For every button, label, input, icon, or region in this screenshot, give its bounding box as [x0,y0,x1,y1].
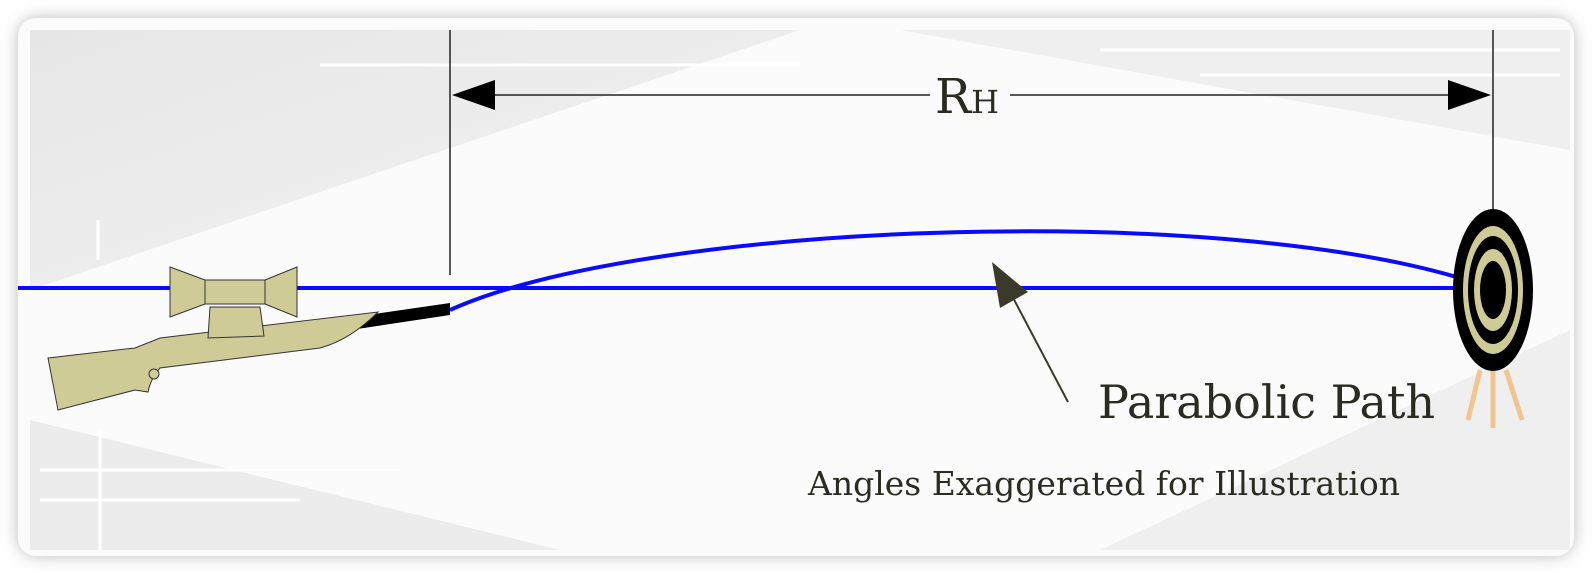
background-shape [1100,330,1570,550]
background-shape [900,30,1570,150]
rifle-trigger [148,368,160,380]
pointer-line [1009,291,1069,403]
dimension-arrow-right [1448,80,1491,110]
background-grid [40,48,1560,550]
dimension-arrow-left [452,80,495,110]
rifle-stock [47,311,380,411]
parabolic-trajectory [449,229,1491,312]
rifle [47,266,450,411]
caption: Angles Exaggerated for Illustration [807,464,1400,503]
scope-tube [204,279,266,305]
pointer-arrowhead [992,262,1028,308]
background-shape [30,420,560,550]
target [1453,209,1533,428]
parabolic-path-label: Parabolic Path [1098,375,1435,429]
scope-mount [207,306,265,339]
scope-objective [264,266,298,318]
range-label: RH [935,69,999,125]
